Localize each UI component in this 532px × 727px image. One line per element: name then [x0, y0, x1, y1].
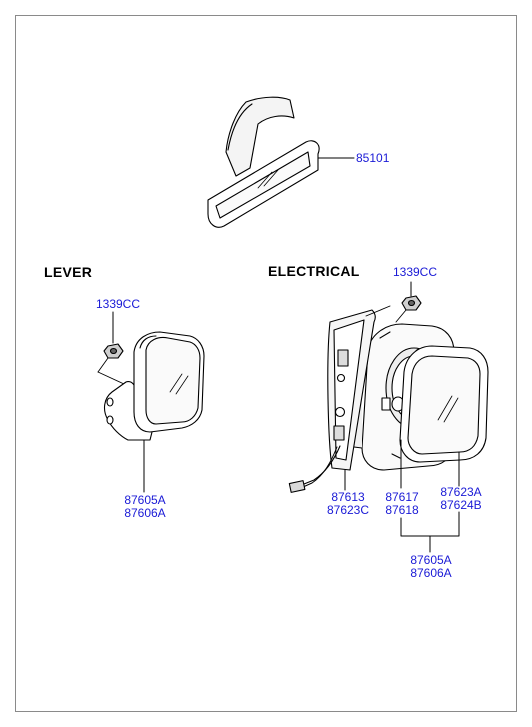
part-label-87605a-electrical[interactable]: 87605A [410, 553, 452, 567]
part-label-87606a-electrical[interactable]: 87606A [410, 566, 452, 580]
part-label-85101[interactable]: 85101 [356, 151, 390, 165]
part-label-87606a-lever[interactable]: 87606A [124, 506, 166, 520]
electrical-mirror-assembly [288, 281, 489, 553]
part-label-87623c[interactable]: 87623C [326, 503, 370, 517]
drawing-frame [15, 15, 517, 712]
inside-mirror-85101 [207, 96, 355, 228]
part-label-1339cc-electrical[interactable]: 1339CC [392, 265, 438, 279]
section-title-electrical: ELECTRICAL [268, 263, 360, 279]
part-label-87605a-lever[interactable]: 87605A [124, 493, 166, 507]
section-title-lever: LEVER [44, 264, 93, 280]
part-label-87624b[interactable]: 87624B [440, 498, 482, 512]
part-label-1339cc-lever[interactable]: 1339CC [95, 297, 141, 311]
part-label-87618[interactable]: 87618 [385, 503, 419, 517]
lever-mirror-assembly [97, 311, 205, 493]
part-label-87613[interactable]: 87613 [331, 490, 365, 504]
part-label-87617[interactable]: 87617 [385, 490, 419, 504]
part-label-87623a[interactable]: 87623A [440, 485, 482, 499]
